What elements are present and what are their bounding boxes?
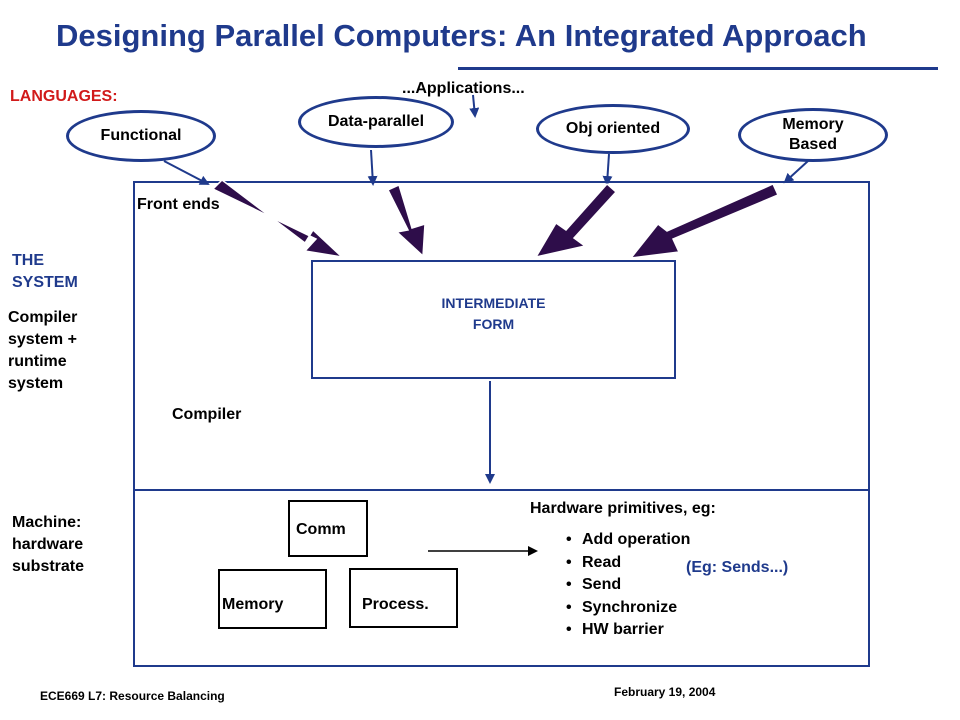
hw-primitive-item: • Synchronize [566,597,677,619]
front-ends-label: Front ends [137,196,220,213]
hw-primitive-item: • Add operation [566,529,690,551]
page-title: Designing Parallel Computers: An Integra… [56,18,867,53]
process-label: Process. [362,596,429,613]
obj-oriented-frontend-arrow [602,153,613,186]
hw-primitive-item: • Send [566,574,621,596]
memory-box [218,569,327,629]
data-parallel-frontend-arrow [367,149,378,186]
language-data-parallel-label: Data-parallel [327,113,425,130]
applications-label: ...Applications... [402,80,525,97]
title-underline [458,67,938,70]
compiler-system-label: Compiler system + runtime system [8,309,78,392]
bullet-icon: • [566,576,572,593]
language-data-parallel: Data-parallel [298,96,454,148]
process-box [349,568,458,628]
hw-primitive-label: Read [582,554,622,571]
memory-based-to-ir-arrow [629,183,780,259]
system-label: THE SYSTEM [12,252,78,291]
hw-primitive-label: Add operation [582,531,691,548]
applications-arrow [469,94,480,118]
hw-primitives-label: Hardware primitives, eg: [530,500,716,517]
footer-course: ECE669 L7: Resource Balancing [40,689,225,703]
memory-label: Memory [222,596,284,613]
bullet-icon: • [566,531,572,548]
hw-primitive-item: • HW barrier [566,619,664,641]
intermediate-form-label: INTERMEDIATE FORM [441,295,546,332]
language-obj-oriented: Obj oriented [536,104,690,154]
comm-box [288,500,368,557]
hw-primitive-label: Send [582,576,622,593]
hw-primitive-item: • Read [566,552,621,574]
intermediate-form-box [311,260,676,379]
bullet-icon: • [566,621,572,638]
language-memory-based-label: Memory Based [782,116,844,153]
bullet-icon: • [566,599,572,616]
obj-oriented-to-ir-arrow [534,182,618,259]
example-label: (Eg: Sends...) [686,559,789,576]
footer-date: February 19, 2004 [614,685,716,699]
data-parallel-to-ir-arrow [386,183,426,258]
languages-label: LANGUAGES: [10,88,118,105]
functional-frontend-arrow [163,160,210,185]
language-functional: Functional [66,110,216,162]
language-functional-label: Functional [100,127,182,144]
functional-to-ir-arrow [211,179,345,259]
language-obj-oriented-label: Obj oriented [565,120,661,137]
hw-primitive-label: HW barrier [582,621,664,638]
compiler-label: Compiler [172,406,242,423]
bullet-icon: • [566,554,572,571]
machine-label: Machine: hardware substrate [12,514,85,575]
machine-box [133,489,870,667]
memory-based-frontend-arrow [783,160,809,184]
hw-primitive-label: Synchronize [582,599,678,616]
language-memory-based: Memory Based [738,108,888,162]
comm-label: Comm [296,521,346,538]
